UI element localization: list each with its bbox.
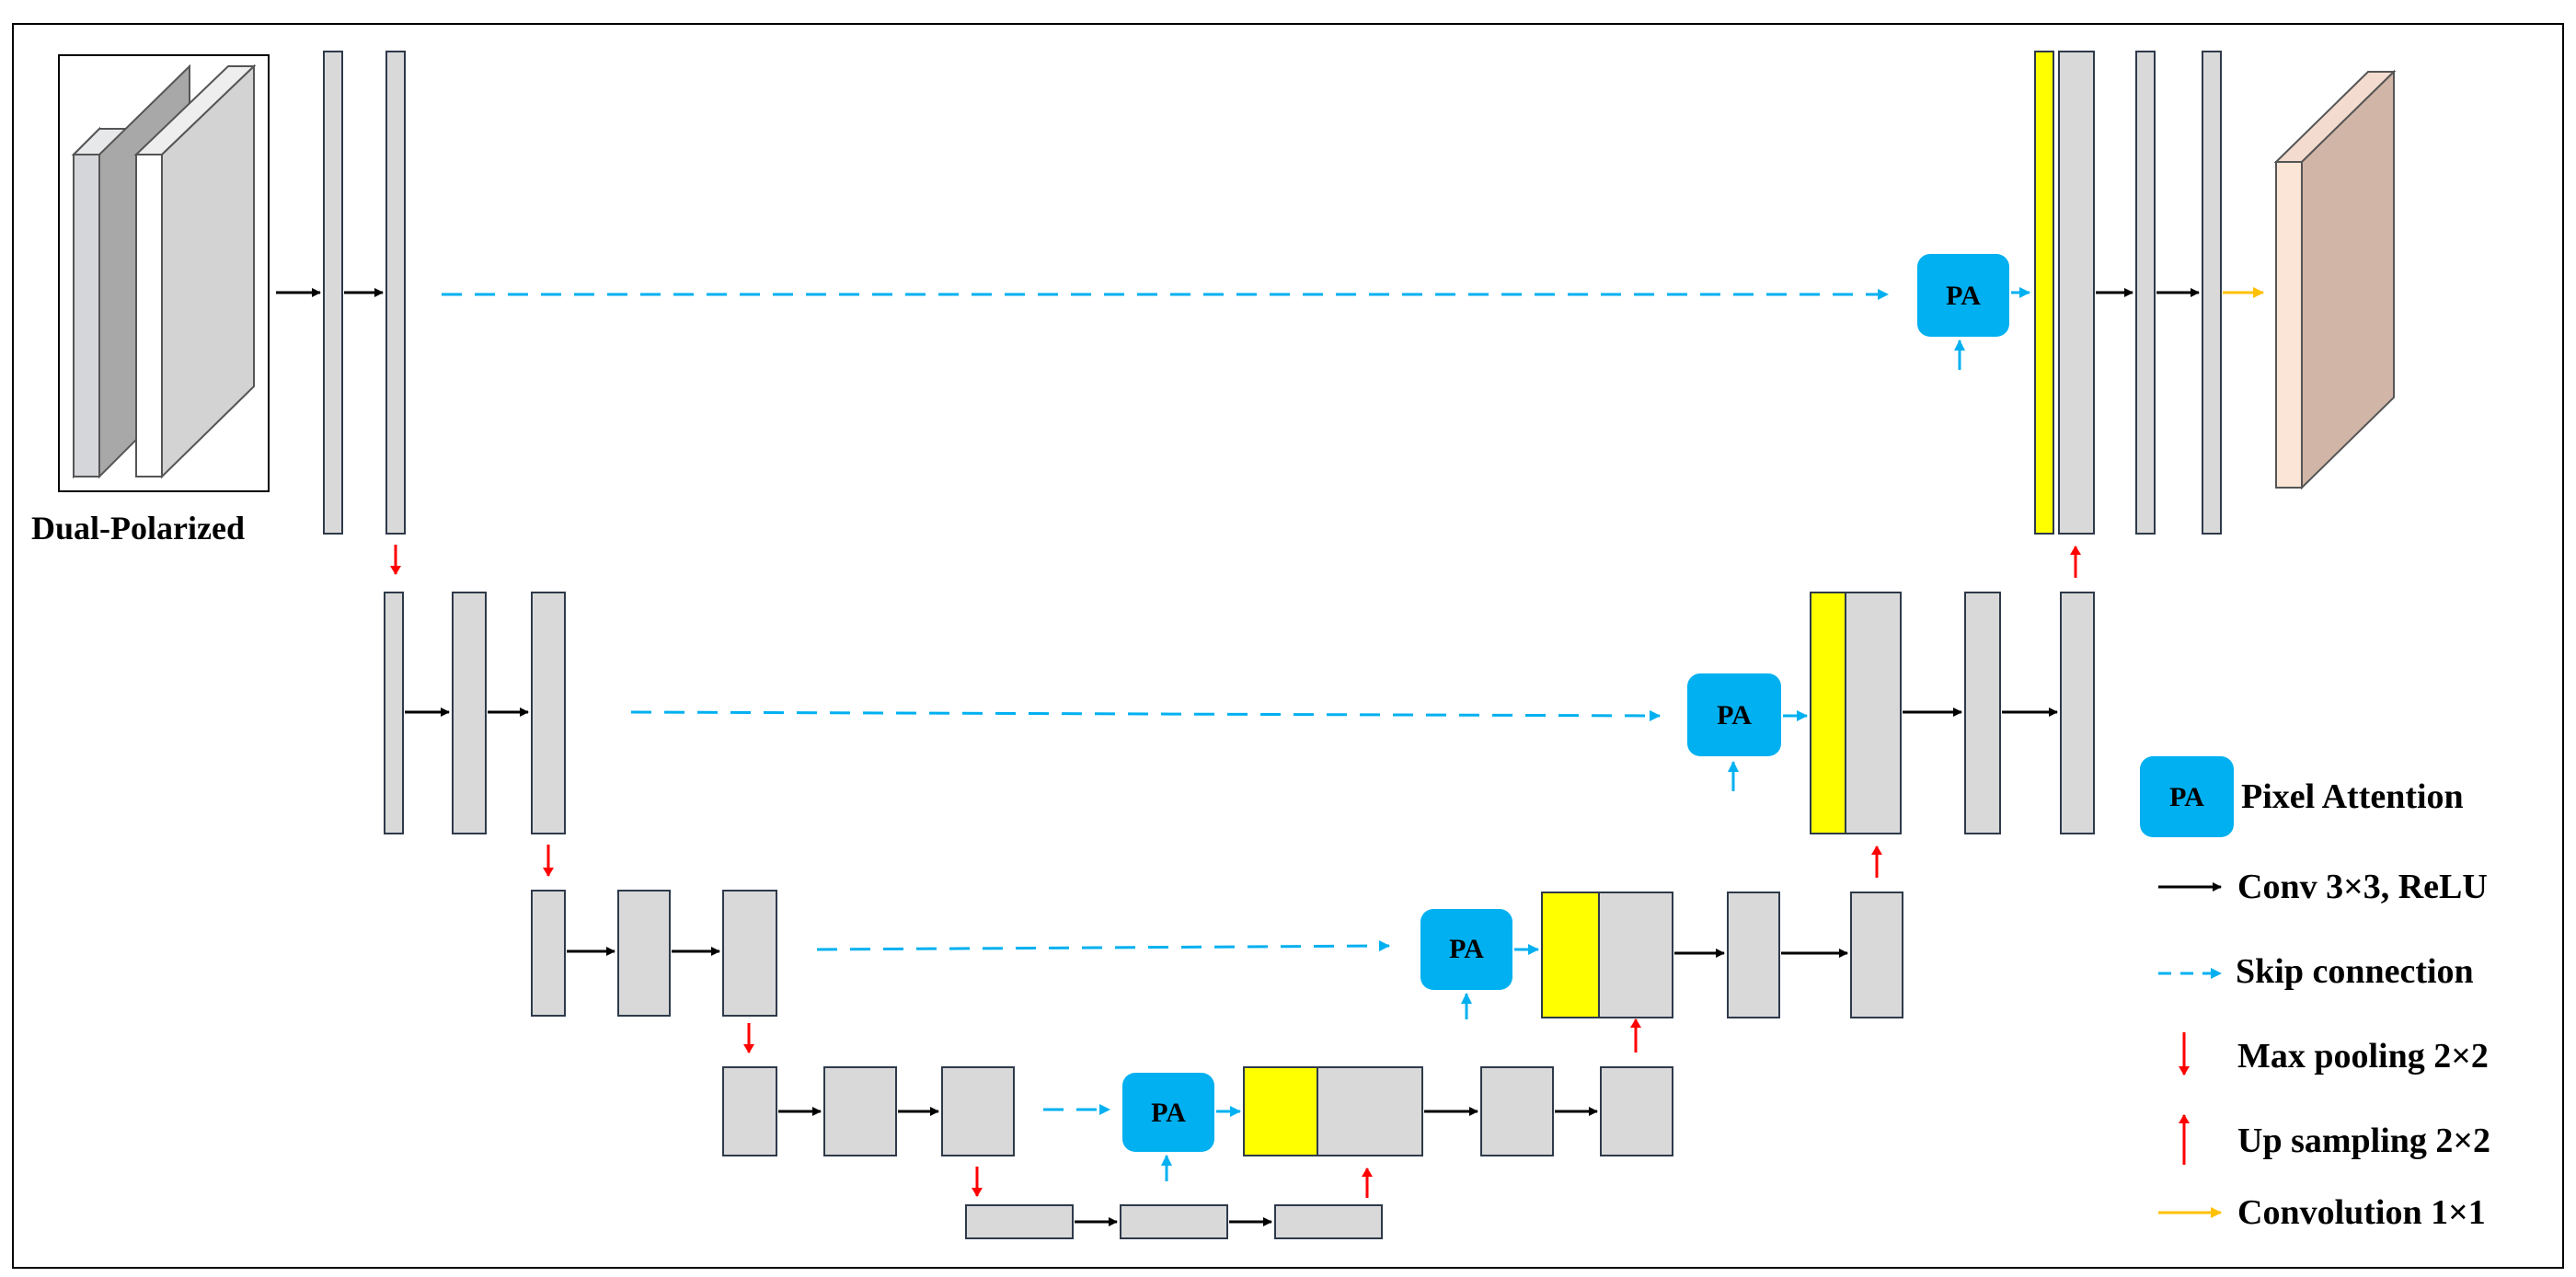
- feature-map: [1727, 892, 1780, 1018]
- encoder-level-1: [276, 51, 406, 535]
- legend: PA Pixel Attention Conv 3×3, ReLU Skip c…: [2140, 756, 2490, 1232]
- feature-map: [2058, 51, 2095, 535]
- legend-skip: Skip connection: [2236, 952, 2474, 991]
- encoder-level-2: [384, 592, 566, 834]
- feature-map: [965, 1204, 1074, 1239]
- feature-map: [1274, 1204, 1383, 1239]
- legend-pixel-attention: Pixel Attention: [2241, 777, 2464, 816]
- concat-map: [1810, 592, 1846, 834]
- feature-map: [1600, 1066, 1673, 1156]
- legend-pa-label: PA: [2169, 782, 2204, 812]
- feature-map: [1845, 592, 1902, 834]
- feature-map: [531, 592, 566, 834]
- feature-map: [385, 51, 406, 535]
- pixel-attention-block: [1687, 673, 1781, 756]
- feature-map: [1964, 592, 2001, 834]
- feature-map: [2202, 51, 2222, 535]
- legend-up-sampling: Up sampling 2×2: [2237, 1122, 2490, 1160]
- pixel-attention-block: [1122, 1073, 1214, 1152]
- feature-map: [531, 890, 566, 1017]
- feature-map: [2135, 51, 2156, 535]
- feature-map: [1598, 892, 1673, 1018]
- decoder-level-1: PA: [1917, 51, 2264, 535]
- legend-pa-block: [2140, 756, 2234, 837]
- encoder-level-3: [531, 890, 777, 1017]
- feature-map: [2060, 592, 2095, 834]
- pa-label: PA: [1449, 934, 1484, 964]
- feature-map: [722, 1066, 777, 1156]
- output-map: [2273, 69, 2397, 490]
- legend-max-pool: Max pooling 2×2: [2237, 1037, 2489, 1076]
- feature-map: [323, 51, 343, 535]
- feature-map: [941, 1066, 1015, 1156]
- feature-map: [1120, 1204, 1228, 1239]
- pa-label: PA: [1946, 281, 1981, 311]
- feature-map: [1850, 892, 1903, 1018]
- decoder-level-2: PA: [1687, 592, 2095, 834]
- pa-label: PA: [1151, 1098, 1186, 1128]
- feature-map: [452, 592, 487, 834]
- legend-conv1x1: Convolution 1×1: [2237, 1193, 2486, 1232]
- decoder-level-4: PA: [1122, 1066, 1673, 1181]
- input-label: Dual-Polarized: [31, 510, 245, 546]
- encoder-level-4: [722, 1066, 1015, 1156]
- concat-map: [1243, 1066, 1318, 1156]
- decoder-level-3: PA: [1420, 892, 1903, 1019]
- feature-map: [722, 890, 777, 1017]
- bottleneck: [965, 1204, 1383, 1239]
- input-image: [58, 54, 270, 492]
- feature-map: [1480, 1066, 1554, 1156]
- concat-map: [2034, 51, 2054, 535]
- concat-map: [1541, 892, 1600, 1018]
- skip-connection-arrow: [630, 709, 1661, 721]
- pa-label: PA: [1717, 700, 1752, 731]
- feature-map: [823, 1066, 897, 1156]
- skip-connection-arrow: [816, 940, 1390, 952]
- pixel-attention-block: [1420, 909, 1512, 990]
- feature-map: [617, 890, 671, 1017]
- feature-map: [384, 592, 404, 834]
- legend-conv: Conv 3×3, ReLU: [2237, 868, 2488, 906]
- pixel-attention-block: [1917, 254, 2009, 337]
- feature-map: [1317, 1066, 1423, 1156]
